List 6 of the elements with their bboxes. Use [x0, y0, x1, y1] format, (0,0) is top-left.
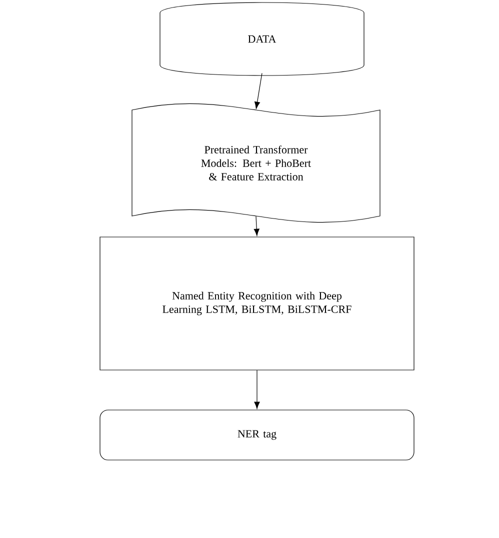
arrow	[254, 370, 260, 409]
terminal-box: NER tag	[100, 410, 414, 460]
storage-cylinder: DATA	[160, 2, 364, 76]
process-box: Named Entity Recognition with Deep Learning LSTM, BiLSTM, BiLSTM-CRF	[100, 236, 414, 370]
arrow	[254, 72, 262, 109]
arrow	[254, 216, 260, 236]
